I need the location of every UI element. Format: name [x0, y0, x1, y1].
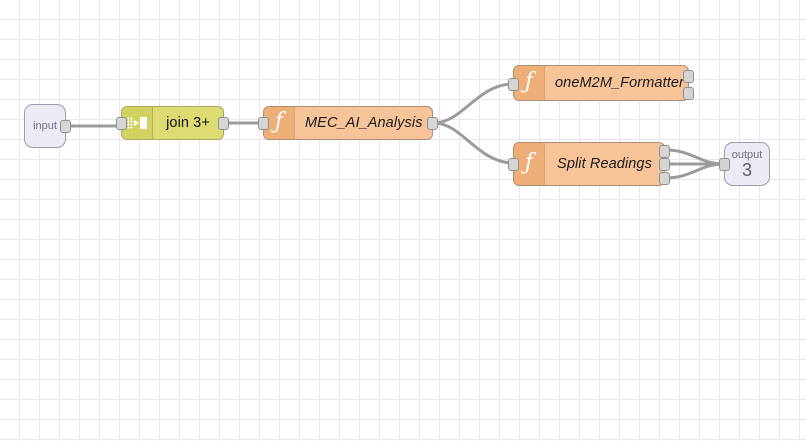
join-icon: [122, 107, 153, 139]
port-output-formatter-node-2[interactable]: [683, 87, 694, 100]
port-input-formatter-node[interactable]: [508, 78, 519, 91]
port-output-join-node[interactable]: [218, 117, 229, 130]
port-input-split-node[interactable]: [508, 158, 519, 171]
port-input-mec-node[interactable]: [258, 117, 269, 130]
port-output-split-node-2[interactable]: [659, 158, 670, 171]
function-icon: ƒ: [264, 107, 295, 139]
node-join-label: join 3+: [166, 115, 210, 131]
port-output-mec-node[interactable]: [427, 117, 438, 130]
port-output-formatter-node-1[interactable]: [683, 70, 694, 83]
port-input-join-node[interactable]: [116, 117, 127, 130]
node-output[interactable]: output 3: [719, 142, 770, 186]
function-icon: ƒ: [514, 143, 545, 185]
wire-mec-to-split: [432, 121, 515, 165]
node-onem2m-formatter-label: oneM2M_Formatter: [555, 75, 684, 91]
node-output-count: 3: [741, 159, 752, 180]
function-icon: ƒ: [514, 66, 545, 100]
port-output-split-node-1[interactable]: [659, 145, 670, 158]
wire-mec-to-formatter: [432, 82, 515, 125]
node-split-readings-label: Split Readings: [557, 156, 652, 172]
join-dots-icon: [127, 117, 133, 129]
node-input[interactable]: input: [24, 104, 71, 148]
function-glyph: ƒ: [274, 109, 284, 134]
node-join[interactable]: join 3+: [116, 106, 229, 140]
port-output-split-node-3[interactable]: [659, 172, 670, 185]
node-mec-ai-analysis[interactable]: ƒ MEC_AI_Analysis: [258, 106, 438, 140]
node-split-readings[interactable]: ƒ Split Readings: [508, 142, 670, 186]
port-input-output-node[interactable]: [719, 158, 730, 171]
node-mec-ai-analysis-label: MEC_AI_Analysis: [305, 115, 423, 131]
join-block-icon: [140, 117, 147, 129]
wire-split-out1-to-output: [664, 148, 726, 166]
node-input-label: input: [33, 120, 57, 132]
function-glyph: ƒ: [524, 150, 534, 175]
join-arrow-icon: [134, 119, 139, 126]
function-glyph: ƒ: [524, 69, 534, 94]
port-output-input-node[interactable]: [60, 120, 71, 133]
node-output-label: output: [731, 148, 763, 161]
wire-split-out3-to-output: [664, 162, 726, 180]
node-onem2m-formatter[interactable]: ƒ oneM2M_Formatter: [508, 65, 694, 101]
